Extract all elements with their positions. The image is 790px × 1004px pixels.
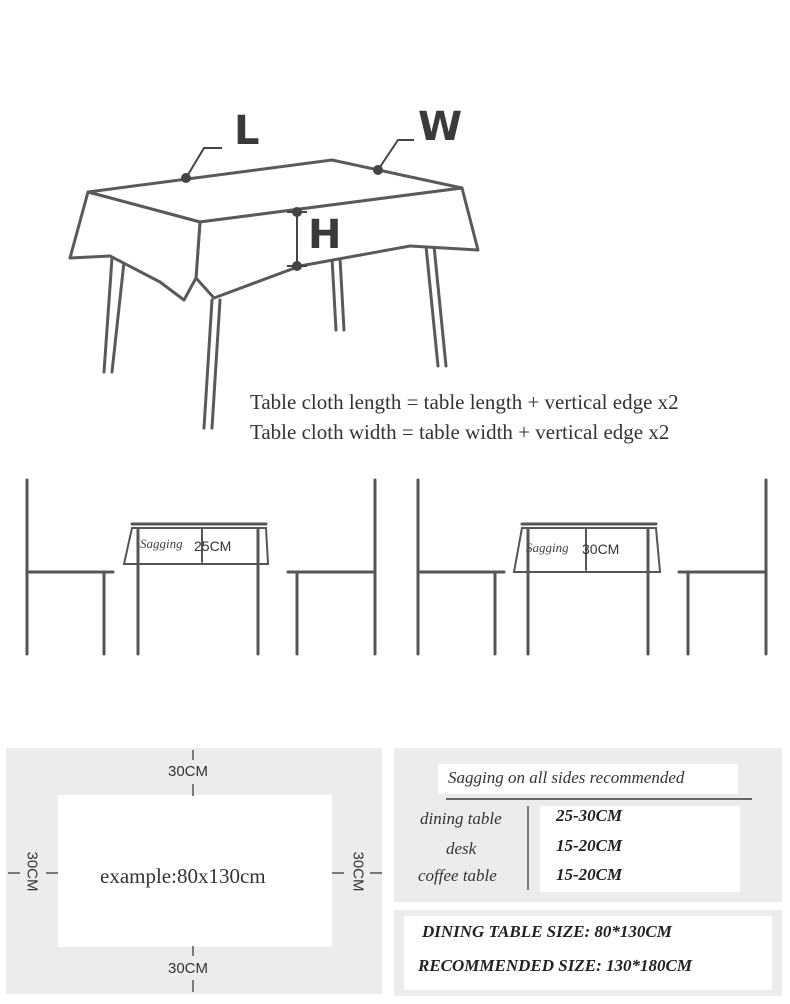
chair-right-2 [677,478,768,656]
sagging-value-2: 30CM [582,541,620,557]
title-divider [446,798,752,800]
sagging-label-2: Sagging [526,540,569,555]
formula-length: Table cloth length = table length + vert… [250,390,679,414]
length-dot [181,173,191,183]
chair-right-1 [286,478,377,656]
dim-right: 30CM [349,851,367,892]
row-value-coffee: 15-20CM [556,865,623,884]
cloth-2 [512,527,662,573]
width-dot [373,165,383,175]
width-label: W [418,104,463,150]
dim-left: 30CM [23,851,41,892]
tablecloth-front [194,186,480,300]
table-leg [202,298,222,430]
recommended-size: RECOMMENDED SIZE: 130*180CM [418,956,692,975]
table-2 [520,522,658,656]
height-top-dot [292,207,302,217]
tablecloth-left [68,190,202,302]
table-divider [527,806,529,890]
dining-size: DINING TABLE SIZE: 80*130CM [422,922,672,941]
row-value-desk: 15-20CM [556,836,623,855]
sagging-value-1: 25CM [194,538,232,554]
height-bottom-dot [292,261,302,271]
row-value-dining: 25-30CM [556,806,623,825]
dim-bottom: 30CM [168,960,209,977]
table-1 [130,522,268,656]
row-type-dining: dining table [420,809,502,828]
row-type-coffee: coffee table [418,866,497,885]
width-pointer [377,139,414,171]
table-leg [330,256,346,332]
row-type-desk: desk [446,839,477,858]
sagging-label-1: Sagging [140,536,183,551]
example-inner [58,795,332,947]
example-label: example:80x130cm [100,864,266,888]
dim-top: 30CM [168,763,209,780]
recommendation-title: Sagging on all sides recommended [448,768,685,787]
chair-left-1 [25,478,115,656]
chair-left-2 [416,478,506,656]
length-label: L [234,108,260,154]
length-pointer [185,147,222,179]
formula-width: Table cloth width = table width + vertic… [250,420,670,444]
table-leg [424,244,448,368]
table-leg [102,256,126,374]
height-label: H [308,212,342,258]
cloth-1 [122,527,270,565]
